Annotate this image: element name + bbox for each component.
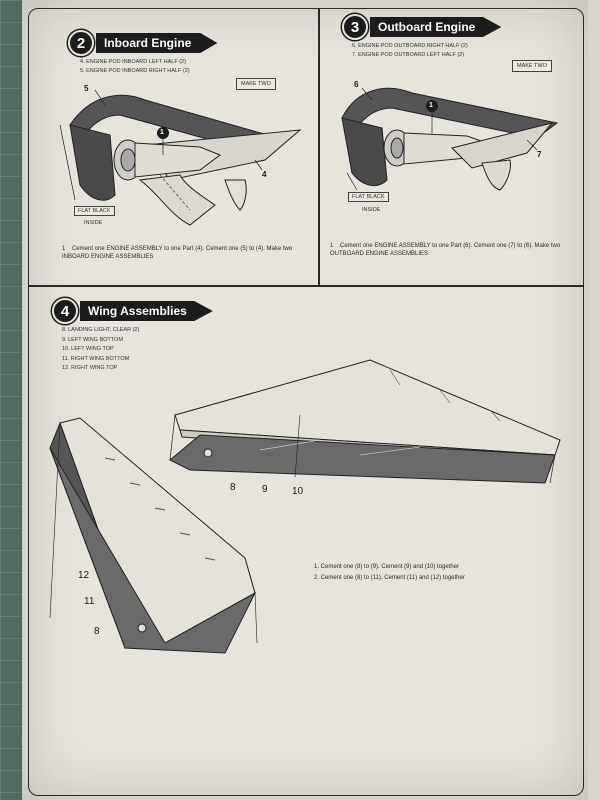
step2-make-two: MAKE TWO xyxy=(236,78,276,90)
step4-parts-list: 8. LANDING LIGHT, CLEAR (2) 9. LEFT WING… xyxy=(62,326,139,374)
step2-instruction-text: Cement one ENGINE ASSEMBLY to one Part (… xyxy=(62,246,293,260)
step3-header: 3 Outboard Engine xyxy=(342,14,502,40)
step2-callout-4: 4 xyxy=(262,170,267,179)
step3-instruction-number: 1 xyxy=(330,243,334,249)
step2-instruction: 1 Cement one ENGINE ASSEMBLY to one Part… xyxy=(62,245,316,261)
step2-inside-label: INSIDE xyxy=(84,220,103,226)
step2-title: Inboard Engine xyxy=(96,33,218,53)
step3-instruction-text: Cement one ENGINE ASSEMBLY to one Part (… xyxy=(330,243,561,257)
step2-callout-5: 5 xyxy=(84,84,89,93)
step3-instruction: 1 Cement one ENGINE ASSEMBLY to one Part… xyxy=(330,242,570,258)
inboard-engine-drawing xyxy=(59,89,302,226)
step3-title: Outboard Engine xyxy=(370,17,502,37)
step2-flat-black-label: FLAT BLACK xyxy=(74,206,115,216)
page-frame xyxy=(28,8,584,796)
step3-part-6: 6. ENGINE POD OUTBOARD RIGHT HALF (2) xyxy=(352,43,468,49)
horizontal-divider xyxy=(28,285,584,287)
step3-callout-1: 1 xyxy=(429,102,433,109)
step3-callout-6: 6 xyxy=(354,80,359,89)
step2-part-5: 5. ENGINE POD INBOARD RIGHT HALF (2) xyxy=(80,68,190,74)
step3-make-two: MAKE TWO xyxy=(512,60,552,72)
step4-number: 4 xyxy=(52,298,78,324)
step4-part-11: 11. RIGHT WING BOTTOM xyxy=(62,355,130,362)
vertical-divider xyxy=(318,8,320,285)
left-wing-drawing xyxy=(169,359,561,484)
step4-instructions: 1. Cement one (8) to (9). Cement (9) and… xyxy=(314,562,569,584)
step3-flat-black-label: FLAT BLACK xyxy=(348,192,389,202)
step2-number: 2 xyxy=(68,30,94,56)
step4-part-12: 12. RIGHT WING TOP xyxy=(62,365,118,371)
step2-instruction-number: 1 xyxy=(62,246,66,252)
step4-title: Wing Assemblies xyxy=(80,301,213,321)
step4-callout-8-left: 8 xyxy=(230,482,236,493)
outboard-engine-drawing xyxy=(341,87,559,191)
step4-callout-12: 12 xyxy=(78,570,90,581)
step3-part-7: 7. ENGINE POD OUTBOARD LEFT HALF (2) xyxy=(352,52,465,58)
step3-inside-label: INSIDE xyxy=(362,207,381,213)
step4-header: 4 Wing Assemblies xyxy=(52,298,213,324)
step4-instruction-2: 2. Cement one (8) to (11). Cement (11) a… xyxy=(314,575,465,581)
step3-callout-7: 7 xyxy=(537,150,542,159)
step2-parts-list: 4. ENGINE POD INBOARD LEFT HALF (2) 5. E… xyxy=(80,58,190,76)
step3-parts-list: 6. ENGINE POD OUTBOARD RIGHT HALF (2) 7.… xyxy=(352,42,468,60)
step4-callout-8-right: 8 xyxy=(94,626,100,637)
step4-part-8: 8. LANDING LIGHT, CLEAR (2) xyxy=(62,327,140,333)
step2-part-4: 4. ENGINE POD INBOARD LEFT HALF (2) xyxy=(80,59,186,65)
step4-part-9: 9. LEFT WING BOTTOM xyxy=(62,336,123,343)
step4-callout-10: 10 xyxy=(292,486,304,497)
step4-callout-9: 9 xyxy=(262,484,268,495)
step4-part-10: 10. LEFT WING TOP xyxy=(62,346,114,352)
sheet-edge xyxy=(588,0,600,800)
step2-header: 2 Inboard Engine xyxy=(68,30,218,56)
step4-callout-11: 11 xyxy=(84,596,95,607)
step4-instruction-1: 1. Cement one (8) to (9). Cement (9) and… xyxy=(314,564,460,570)
step3-number: 3 xyxy=(342,14,368,40)
right-wing-drawing xyxy=(49,417,258,654)
step2-callout-1: 1 xyxy=(160,129,164,136)
